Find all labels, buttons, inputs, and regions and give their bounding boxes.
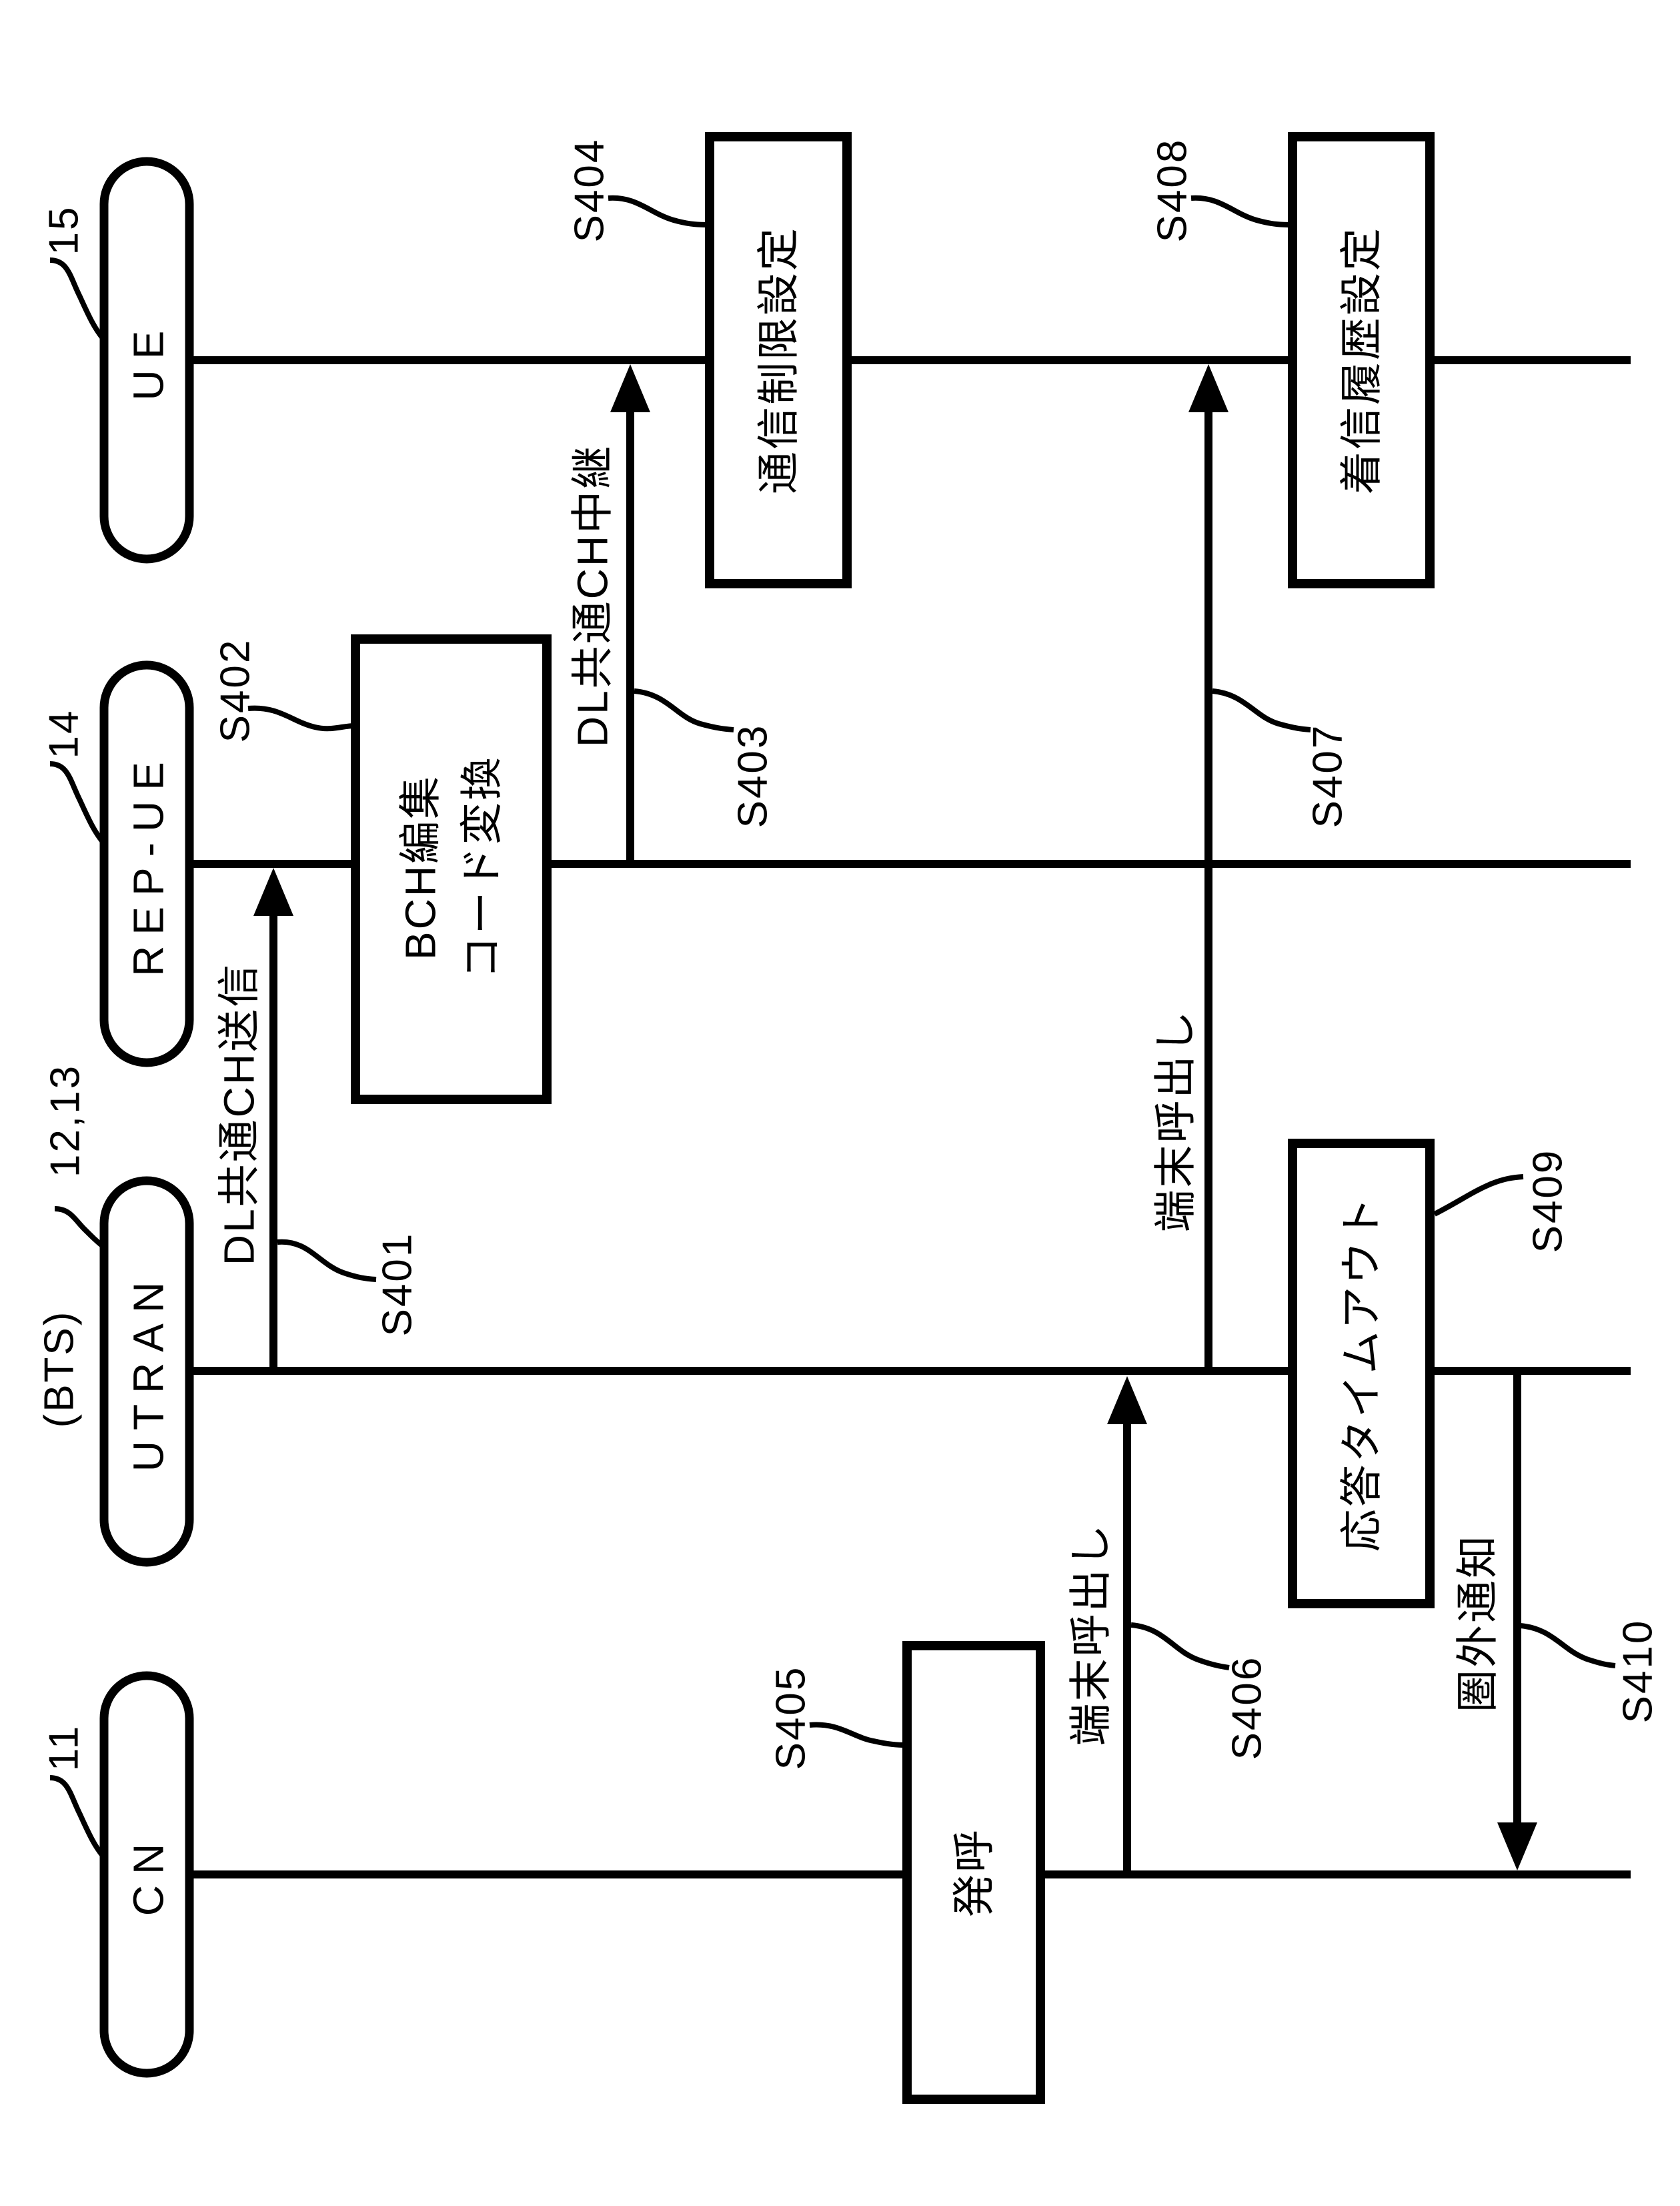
s403-step-number: S403 [730,724,776,829]
entity-cn: CN 11 [41,1671,194,2078]
s406-leader-line [1130,1622,1230,1670]
s407-arrowhead-up-icon [1188,364,1228,412]
cn-entity-label: CN [124,1833,172,1916]
s407-leader-line [1212,688,1311,732]
s410-leader-line [1519,1623,1616,1668]
s409-leader-line [1433,1174,1524,1217]
ue-ref-leader-line [49,257,105,340]
utran-ref-leader-line [54,1206,105,1249]
s402-leader-line [247,705,356,732]
message-s406-terminal-paging: 端末呼出し S406 [1066,1376,1271,1874]
s401-leader-line [277,1239,377,1282]
entity-utran: UTRAN 12,13 (BTS) [37,1064,194,1567]
message-s410-out-of-range-notice: 圏外通知 S410 [1453,1371,1661,1870]
s404-box-label: 通信制限設定 [754,226,802,494]
repue-ref-number: 14 [41,709,87,759]
s409-step-number: S409 [1525,1149,1571,1253]
s405-box-label: 発呼 [950,1828,998,1917]
s404-box [705,132,852,588]
process-s408-incoming-history-setting: 着信履歴設定 S408 [1150,132,1435,588]
s410-step-number: S410 [1615,1619,1661,1724]
s407-message-label: 端末呼出し [1151,1009,1199,1233]
utran-ref-number: 12,13 [43,1064,89,1177]
s407-step-number: S407 [1305,724,1351,829]
s409-box-label: 応答タイムアウト [1337,1195,1385,1552]
s405-box [902,1641,1045,2104]
s403-message-label: DL共通CH中継 [568,444,616,747]
s408-box-label: 着信履歴設定 [1337,226,1385,494]
s402-box-label-line1: BCH編集 [396,774,444,960]
process-s405-call-origination: 発呼 S405 [768,1641,1045,2104]
repue-capsule [99,660,194,1067]
process-s404-communication-restriction-setting: 通信制限設定 S404 [567,132,852,588]
s403-arrowhead-up-icon [610,364,650,412]
s410-message-label: 圏外通知 [1453,1534,1501,1712]
s408-leader-line [1190,195,1293,227]
message-s401-dl-common-ch-send: DL共通CH送信 S401 [215,868,421,1371]
s401-message-label: DL共通CH送信 [215,963,263,1265]
s406-message-label: 端末呼出し [1066,1523,1114,1746]
s404-leader-line [608,195,710,227]
s410-arrowhead-down-icon [1497,1822,1537,1870]
message-s403-dl-common-ch-relay: DL共通CH中継 S403 [568,364,776,864]
ue-capsule [99,157,194,564]
s404-step-number: S404 [567,138,613,243]
repue-ref-leader-line [49,761,105,844]
s408-box [1288,132,1435,588]
cn-ref-number: 11 [41,1724,87,1771]
ue-entity-label: UE [124,320,172,401]
message-s407-terminal-paging: 端末呼出し S407 [1151,364,1351,1371]
utran-ref-prefix: (BTS) [37,1310,83,1428]
s405-step-number: S405 [768,1666,814,1770]
process-s409-response-timeout: 応答タイムアウト S409 [1288,1139,1571,1608]
process-s402-bch-edit-code-conversion: BCH編集 コード変換 S402 [213,634,552,1104]
utran-capsule [99,1176,194,1567]
cn-capsule [99,1671,194,2078]
cn-ref-leader-line [49,1775,105,1858]
s409-box [1288,1139,1435,1608]
utran-entity-label: UTRAN [124,1271,172,1472]
s408-step-number: S408 [1150,138,1196,243]
s406-arrowhead-up-icon [1107,1376,1147,1424]
s402-box-label-line2: コード変換 [458,756,506,979]
s406-step-number: S406 [1224,1656,1271,1760]
s403-leader-line [634,688,734,732]
s405-leader-line [809,1722,908,1748]
s402-step-number: S402 [213,638,259,743]
entity-repue: REP-UE 14 [41,660,194,1067]
s401-arrowhead-up-icon [253,868,293,916]
entity-ue: UE 15 [41,157,194,564]
s401-step-number: S401 [375,1232,421,1337]
s402-box [351,634,552,1104]
ue-ref-number: 15 [41,205,87,255]
repue-entity-label: REP-UE [124,751,172,977]
